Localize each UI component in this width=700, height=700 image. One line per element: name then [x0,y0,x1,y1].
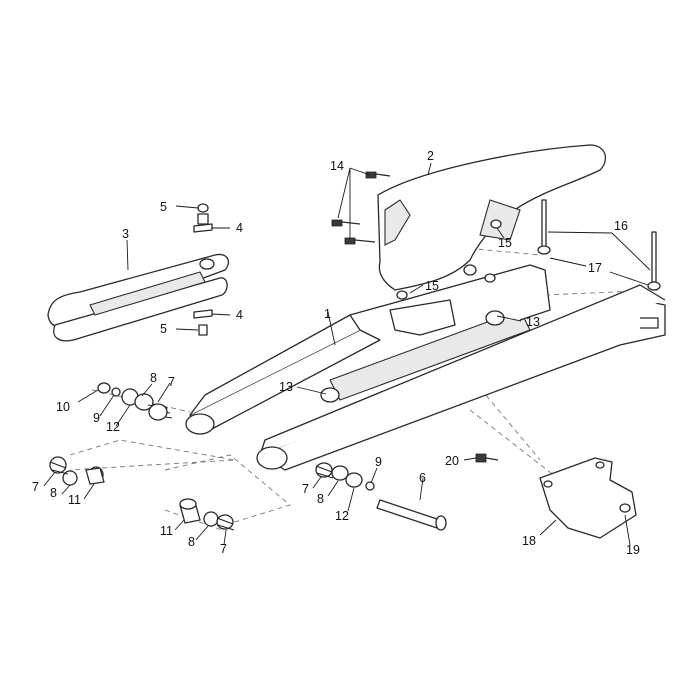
callout-18: 18 [522,534,536,548]
callout-13-right: 13 [526,315,540,329]
callout-5-bottom: 5 [160,322,167,336]
callout-7-center: 7 [302,482,309,496]
callout-11-bottom: 11 [160,524,173,538]
callout-7-bottom: 7 [220,542,227,556]
pivot-bolt [376,499,447,531]
callout-8-left-upper: 8 [150,371,157,385]
needle-bearings [49,403,334,531]
callout-8-left-lower: 8 [50,486,57,500]
callout-15-right: 15 [498,236,512,250]
callout-6: 6 [419,471,426,485]
callout-3: 3 [122,227,129,241]
chain-guard [377,144,607,291]
chain-slider [47,253,229,342]
callout-16: 16 [614,219,628,233]
callout-4-bottom: 4 [236,308,243,322]
hardware [62,171,661,527]
callout-1: 1 [324,307,331,321]
callout-7-left-upper: 7 [168,375,175,389]
callout-15-lower: 15 [425,279,439,293]
callout-9-right: 9 [375,455,382,469]
callout-20: 20 [445,454,459,468]
callout-12-left: 12 [106,420,120,434]
callout-9-left: 9 [93,411,100,425]
callout-labels: 1 2 3 4 4 5 5 6 7 7 7 7 8 8 8 8 9 9 10 1… [32,149,640,557]
callout-10: 10 [56,400,70,414]
callout-4-top: 4 [236,221,243,235]
callout-13-left: 13 [279,380,293,394]
bracket [539,457,637,539]
callout-8-bottom: 8 [188,535,195,549]
callout-19: 19 [626,543,640,557]
callout-11-left: 11 [68,493,81,507]
callout-2: 2 [427,149,434,163]
callout-8-center: 8 [317,492,324,506]
callout-14: 14 [330,159,344,173]
callout-5-top: 5 [160,200,167,214]
callout-7-left-lower: 7 [32,480,39,494]
leader-lines [43,162,651,546]
callout-12-center: 12 [335,509,349,523]
callout-17: 17 [588,261,602,275]
swingarm [185,264,666,471]
